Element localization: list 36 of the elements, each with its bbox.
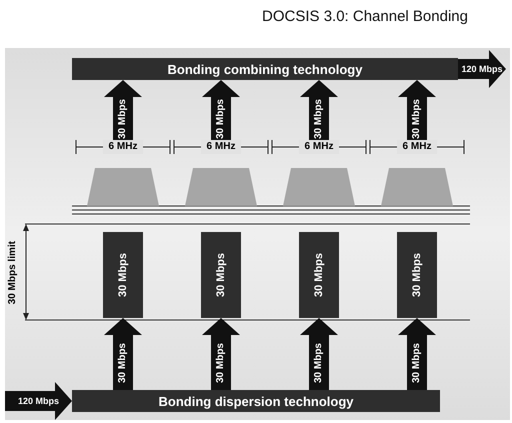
- edge-label: 120 Mbps: [462, 63, 503, 75]
- bandwidth-label: 6 MHz: [201, 140, 241, 154]
- bandwidth-label: 6 MHz: [299, 140, 339, 154]
- block-arrow: [202, 80, 240, 140]
- bandwidth-label: 6 MHz: [103, 140, 143, 154]
- channel-block: 30 Mbps: [397, 232, 437, 318]
- channel-band: [369, 140, 465, 206]
- block-arrow: [104, 318, 142, 390]
- block-arrow: [5, 382, 72, 420]
- block-arrow: [300, 318, 338, 390]
- edge-label: 30 Mbps: [313, 342, 325, 383]
- channel-band: [173, 140, 269, 206]
- channel-block: 30 Mbps: [299, 232, 339, 318]
- block-arrow: [398, 318, 436, 390]
- block-arrow: [202, 318, 240, 390]
- edge-label: 30 Mbps: [411, 98, 423, 139]
- edge-label: 30 Mbps: [215, 98, 227, 139]
- channel-block: 30 Mbps: [201, 232, 241, 318]
- dimension-label: 30 Mbps limit: [7, 240, 19, 304]
- block-arrow: [458, 50, 506, 88]
- edge-label: 30 Mbps: [117, 342, 129, 383]
- channel-band: [75, 140, 171, 206]
- technology-bar: Bonding combining technology: [72, 58, 458, 80]
- edge-label: 30 Mbps: [117, 98, 129, 139]
- channel-band: [271, 140, 367, 206]
- bandwidth-label: 6 MHz: [397, 140, 437, 154]
- technology-bar: Bonding dispersion technology: [72, 390, 440, 412]
- block-arrow: [300, 80, 338, 140]
- channel-block: 30 Mbps: [103, 232, 143, 318]
- block-arrow: [104, 80, 142, 140]
- block-arrow: [398, 80, 436, 140]
- edge-label: 120 Mbps: [18, 395, 60, 407]
- edge-label: 30 Mbps: [411, 342, 423, 383]
- diagram-title: DOCSIS 3.0: Channel Bonding: [261, 8, 469, 25]
- edge-label: 30 Mbps: [215, 342, 227, 383]
- edge-label: 30 Mbps: [313, 98, 325, 139]
